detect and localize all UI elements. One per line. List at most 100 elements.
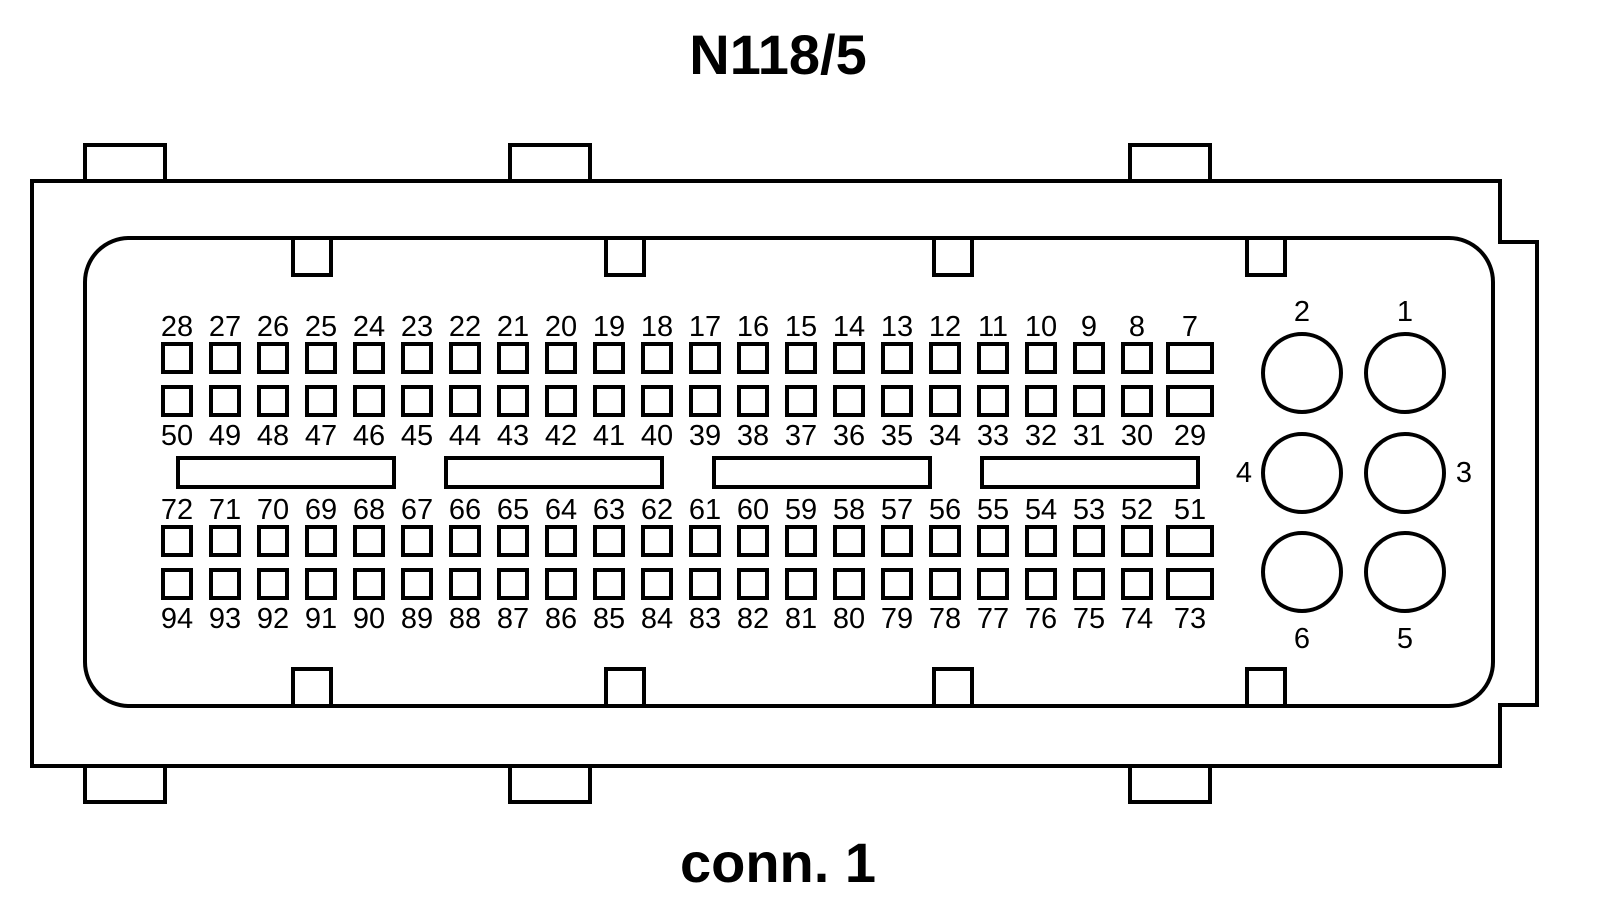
pin-45-cavity: [401, 385, 433, 417]
pin-30-cavity: [1121, 385, 1153, 417]
pin-41-cavity: [593, 385, 625, 417]
pin-93-cavity: [209, 568, 241, 600]
pin-23-label: 23: [401, 311, 433, 343]
pin-57-label: 57: [881, 494, 913, 526]
pin-82-label: 82: [737, 603, 769, 635]
pin-69-cavity: [305, 525, 337, 557]
pin-14-label: 14: [833, 311, 865, 343]
pin-52-cavity: [1121, 525, 1153, 557]
pin-84-cavity: [641, 568, 673, 600]
pin-21-label: 21: [497, 311, 529, 343]
pin-50-label: 50: [161, 420, 193, 452]
pin-73-cavity: [1166, 568, 1214, 600]
bottom-latch-tab: [83, 764, 167, 804]
coding-slot: [444, 456, 664, 489]
pin-14-cavity: [833, 342, 865, 374]
pin-85-cavity: [593, 568, 625, 600]
top-latch-tab: [508, 143, 592, 183]
power-pin-2-label: 2: [1294, 296, 1310, 328]
pin-79-label: 79: [881, 603, 913, 635]
pin-51-cavity: [1166, 525, 1214, 557]
coding-slot: [980, 456, 1200, 489]
pin-62-label: 62: [641, 494, 673, 526]
pin-92-cavity: [257, 568, 289, 600]
pin-83-label: 83: [689, 603, 721, 635]
pin-63-cavity: [593, 525, 625, 557]
pin-64-cavity: [545, 525, 577, 557]
power-pin-4-cavity: [1261, 432, 1343, 514]
pin-34-cavity: [929, 385, 961, 417]
pin-67-cavity: [401, 525, 433, 557]
coding-slot: [176, 456, 396, 489]
pin-48-label: 48: [257, 420, 289, 452]
pin-68-cavity: [353, 525, 385, 557]
pin-65-label: 65: [497, 494, 529, 526]
pin-81-label: 81: [785, 603, 817, 635]
pin-16-label: 16: [737, 311, 769, 343]
pin-38-cavity: [737, 385, 769, 417]
pin-30-label: 30: [1121, 420, 1153, 452]
bottom-key: [932, 667, 974, 708]
pin-87-label: 87: [497, 603, 529, 635]
pin-54-cavity: [1025, 525, 1057, 557]
pin-84-label: 84: [641, 603, 673, 635]
pin-72-cavity: [161, 525, 193, 557]
pin-44-label: 44: [449, 420, 481, 452]
pin-80-label: 80: [833, 603, 865, 635]
pin-85-label: 85: [593, 603, 625, 635]
pin-42-cavity: [545, 385, 577, 417]
pin-74-label: 74: [1121, 603, 1153, 635]
pin-58-label: 58: [833, 494, 865, 526]
pin-89-cavity: [401, 568, 433, 600]
power-pin-4-label: 4: [1236, 457, 1252, 489]
pin-45-label: 45: [401, 420, 433, 452]
pin-27-label: 27: [209, 311, 241, 343]
pin-83-cavity: [689, 568, 721, 600]
pin-55-label: 55: [977, 494, 1009, 526]
pin-54-label: 54: [1025, 494, 1057, 526]
pin-80-cavity: [833, 568, 865, 600]
pin-75-cavity: [1073, 568, 1105, 600]
pin-35-cavity: [881, 385, 913, 417]
pin-39-cavity: [689, 385, 721, 417]
pin-32-cavity: [1025, 385, 1057, 417]
pin-76-cavity: [1025, 568, 1057, 600]
pin-79-cavity: [881, 568, 913, 600]
pin-63-label: 63: [593, 494, 625, 526]
pin-49-label: 49: [209, 420, 241, 452]
pin-90-cavity: [353, 568, 385, 600]
power-pin-3-label: 3: [1456, 457, 1472, 489]
pin-19-cavity: [593, 342, 625, 374]
pin-70-label: 70: [257, 494, 289, 526]
pin-69-label: 69: [305, 494, 337, 526]
pin-61-cavity: [689, 525, 721, 557]
power-pin-5-label: 5: [1397, 623, 1413, 655]
top-key: [604, 236, 646, 277]
pin-17-label: 17: [689, 311, 721, 343]
pin-81-cavity: [785, 568, 817, 600]
pin-26-label: 26: [257, 311, 289, 343]
pin-75-label: 75: [1073, 603, 1105, 635]
pin-44-cavity: [449, 385, 481, 417]
power-pin-5-cavity: [1364, 531, 1446, 613]
pin-37-label: 37: [785, 420, 817, 452]
pin-43-label: 43: [497, 420, 529, 452]
pin-59-cavity: [785, 525, 817, 557]
pin-89-label: 89: [401, 603, 433, 635]
pin-40-cavity: [641, 385, 673, 417]
pin-13-cavity: [881, 342, 913, 374]
pin-28-cavity: [161, 342, 193, 374]
pin-15-cavity: [785, 342, 817, 374]
power-pin-6-label: 6: [1294, 623, 1310, 655]
pin-76-label: 76: [1025, 603, 1057, 635]
power-pin-3-cavity: [1364, 432, 1446, 514]
pin-77-cavity: [977, 568, 1009, 600]
pin-47-cavity: [305, 385, 337, 417]
pin-11-cavity: [977, 342, 1009, 374]
pin-58-cavity: [833, 525, 865, 557]
pin-40-label: 40: [641, 420, 673, 452]
pin-36-cavity: [833, 385, 865, 417]
pin-42-label: 42: [545, 420, 577, 452]
